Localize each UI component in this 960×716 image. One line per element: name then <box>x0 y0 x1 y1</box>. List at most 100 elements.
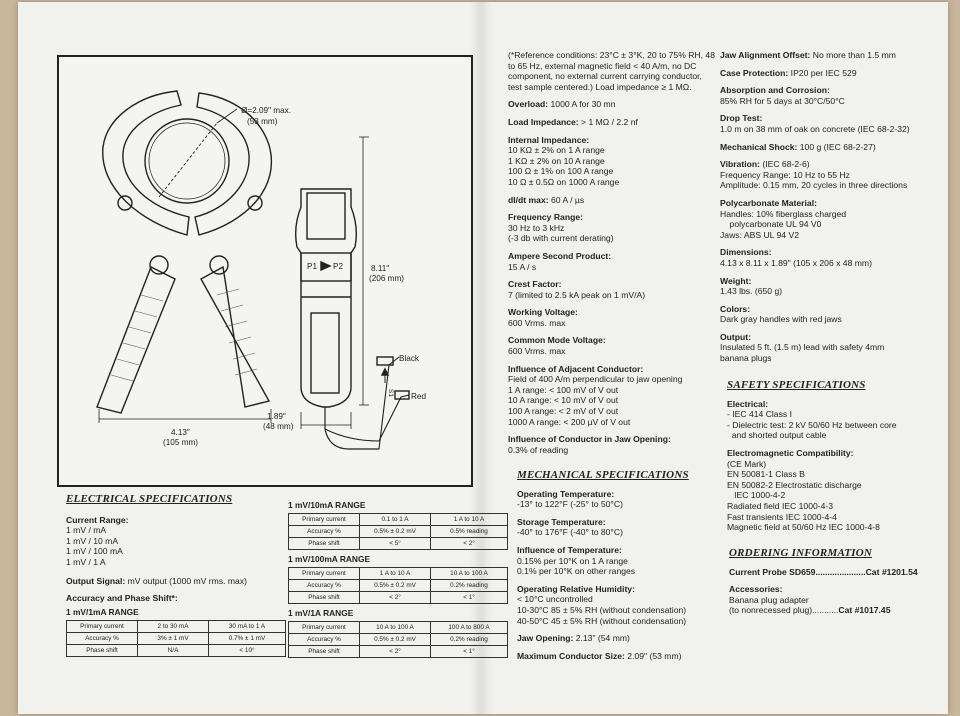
electrical-heading: ELECTRICAL SPECIFICATIONS <box>66 493 233 505</box>
spec-item-line: banana plugs <box>720 353 772 364</box>
spec-item: Overload: 1000 A for 30 mn <box>508 99 708 110</box>
spec-item-line: Frequency Range: 10 Hz to 55 Hz <box>720 169 850 180</box>
mechanical-item-line: 0.15% per 10°K on 1 A range <box>517 555 628 566</box>
range-cell: < 2° <box>359 645 431 658</box>
spec-item-title: Overload: <box>508 99 549 110</box>
spec-item-title: Ampere Second Product: <box>508 250 612 261</box>
spec-item-line: 7 (limited to 2.5 kA peak on 1 mV/A) <box>508 289 646 300</box>
ordering-heading: ORDERING INFORMATION <box>729 547 873 559</box>
mechanical-item-line: < 10°C uncontrolled <box>517 594 593 605</box>
range-title: 1 mV/1mA RANGE <box>66 607 139 617</box>
spec-item-title: Working Voltage: <box>508 307 578 318</box>
spec-item-line: 1.43 lbs. (650 g) <box>720 286 783 297</box>
range-table-row: Phase shift< 5°< 2° <box>288 537 508 550</box>
spec-item: Frequency Range:30 Hz to 3 kHz(-3 db wit… <box>508 212 708 244</box>
range-cell: 0.5% ± 0.2 mV <box>359 525 431 538</box>
probe-side-body <box>294 188 358 408</box>
clamp-jaw-left <box>102 90 190 236</box>
spec-item: Influence of Conductor in Jaw Opening:0.… <box>508 434 708 455</box>
spec-item-value: > 1 MΩ / 2.2 nf <box>578 116 638 127</box>
mechanical-heading: MECHANICAL SPECIFICATIONS <box>517 469 689 481</box>
thickness-label: 1.89" <box>267 412 286 421</box>
spec-item: Crest Factor:7 (limited to 2.5 kA peak o… <box>508 279 708 300</box>
spec-item-value: 60 A / µs <box>548 194 585 205</box>
range-cell: 0.2% reading <box>430 633 508 646</box>
mechanical-item: Operating Temperature:-13° to 122°F (-25… <box>517 489 717 510</box>
spec-item-title: Load Impedance: <box>508 116 579 127</box>
spec-item-line: test sample centered.) Load impedance ≥ … <box>508 81 692 92</box>
range-row-label: Phase shift <box>288 645 360 658</box>
spec-column-middle: (*Reference conditions: 23°C ± 3°K, 20 t… <box>508 50 715 462</box>
range-table-row: Phase shift< 2°< 1° <box>288 591 508 604</box>
spec-item: Colors:Dark gray handles with red jaws <box>720 304 934 325</box>
spec-item: Polycarbonate Material:Handles: 10% fibe… <box>720 198 934 240</box>
clamp-jaw-right <box>194 92 273 236</box>
range-row-label: Phase shift <box>288 537 360 550</box>
spec-item-line: to 65 Hz, external magnetic field < 40 A… <box>508 60 697 71</box>
range-row-label: Accuracy % <box>288 633 360 646</box>
spec-item-line: (*Reference conditions: 23°C ± 3°K, 20 t… <box>508 50 715 60</box>
safety-item-line: EN 50082-2 Electrostatic discharge <box>727 479 862 490</box>
spec-item-line: 1 A range: < 100 mV of V out <box>508 384 619 395</box>
range-row-label: Accuracy % <box>288 579 360 592</box>
spec-item-line: 600 Vrms. max <box>508 317 566 328</box>
range-row-label: Primary current <box>288 567 360 580</box>
range-cell: 0.2% reading <box>430 579 508 592</box>
mechanical-item: Jaw Opening: 2.13" (54 mm) <box>517 633 717 644</box>
spec-item-value: No more than 1.5 mm <box>810 50 896 60</box>
spec-item: Drop Test:1.0 m on 38 mm of oak on concr… <box>720 113 934 134</box>
mechanical-item-title: Maximum Conductor Size: <box>517 650 625 661</box>
spec-item-line: Insulated 5 ft. (1.5 m) lead with safety… <box>720 342 885 353</box>
current-range-title: Current Range: <box>66 514 129 525</box>
spec-item-line: Amplitude: 0.15 mm, 20 cycles in three d… <box>720 180 908 191</box>
safety-item-line: IEC 1000-4-2 <box>727 490 786 501</box>
spec-item: Jaw Alignment Offset: No more than 1.5 m… <box>720 50 934 61</box>
mechanical-item: Maximum Conductor Size: 2.09" (53 mm) <box>517 651 717 662</box>
spec-item-value: (IEC 68-2-6) <box>759 159 810 170</box>
ordering-info: ORDERING INFORMATION Current Probe SD659… <box>729 548 934 616</box>
spec-item-line: 4.13 x 8.11 x 1.89" (105 x 206 x 48 mm) <box>720 257 872 268</box>
range-cell: 1 A to 10 A <box>359 567 431 580</box>
current-range-item: 1 mV / mA <box>66 525 107 536</box>
safety-item-line: Radiated field IEC 1000-4-3 <box>727 500 834 511</box>
spec-item-title: Mechanical Shock: <box>720 141 798 152</box>
spec-item-title: Case Protection: <box>720 67 789 78</box>
spec-item: Output:Insulated 5 ft. (1.5 m) lead with… <box>720 332 934 364</box>
spec-item-line: 1 KΩ ± 2% on 10 A range <box>508 155 605 166</box>
accuracy-title: Accuracy and Phase Shift*: <box>66 593 178 604</box>
range-cell: < 10° <box>208 644 286 657</box>
range-cell: 3% ± 1 mV <box>137 632 209 645</box>
spec-item: Vibration: (IEC 68-2-6)Frequency Range: … <box>720 159 934 191</box>
spec-item-title: Influence of Adjacent Conductor: <box>508 363 644 374</box>
current-range-item: 1 mV / 10 mA <box>66 535 119 546</box>
range-cell: 2 to 30 mA <box>137 620 209 633</box>
spec-item-value: 1000 A for 30 mn <box>548 99 616 110</box>
range-row-label: Phase shift <box>66 644 138 657</box>
mechanical-item-line: -40° to 176°F (-40° to 80°C) <box>517 527 623 538</box>
safety-heading: SAFETY SPECIFICATIONS <box>727 379 866 391</box>
spec-item-line: 1000 A range: < 200 µV of V out <box>508 416 631 427</box>
lead-red <box>378 394 410 442</box>
current-range-item: 1 mV / 1 A <box>66 556 106 567</box>
height-label: 8.11" <box>371 264 389 273</box>
spec-item-line: Handles: 10% fiberglass charged <box>720 208 847 219</box>
range-table-row: Phase shift< 2°< 1° <box>288 645 508 658</box>
range-cell: < 2° <box>430 537 508 550</box>
safety-item-line: (CE Mark) <box>727 458 767 469</box>
spec-item-title: Drop Test: <box>720 113 763 124</box>
spec-item-title: dI/dt max: <box>508 194 549 205</box>
spec-item-title: Colors: <box>720 303 751 314</box>
spec-item: Load Impedance: > 1 MΩ / 2.2 nf <box>508 117 708 128</box>
safety-item: Electromagnetic Compatibility:(CE Mark)E… <box>727 448 941 533</box>
spec-item-title: Jaw Alignment Offset: <box>720 50 811 60</box>
